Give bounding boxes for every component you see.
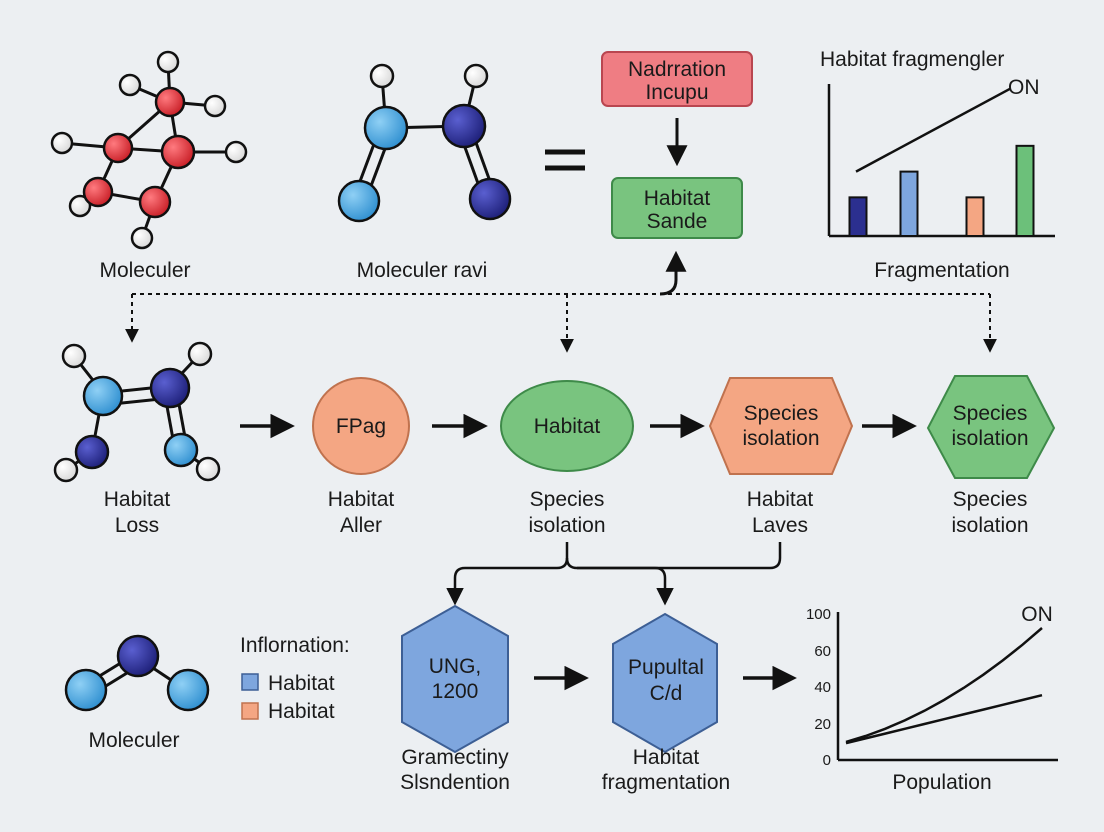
legend-item-1: Habitat — [268, 672, 335, 695]
nadrration-box — [601, 51, 753, 107]
species-isolation-right-line1: Species — [953, 488, 1028, 511]
species-isolation-right-line2: isolation — [951, 514, 1028, 537]
habitat-sande-box — [611, 177, 743, 239]
molecule-top-left-label: Moleculer — [99, 259, 190, 282]
top-chart-line-label: ON — [1008, 76, 1040, 99]
ung-hexagon — [401, 604, 509, 754]
molecule-middle-left-atoms — [53, 341, 221, 483]
dashed-connectors — [125, 293, 997, 353]
habitat-loss-line1: Habitat — [104, 488, 171, 511]
orange-hex-line2: isolation — [742, 427, 819, 450]
habitat-loss-line2: Loss — [115, 514, 159, 537]
pupultal-hexagon — [612, 612, 718, 754]
arrow-up-to-habitat-sande — [659, 250, 687, 296]
orange-hex-line1: Species — [744, 402, 819, 425]
legend-swatch-orange — [241, 702, 259, 720]
molecule-top-middle-label: Moleculer ravi — [357, 259, 488, 282]
gramectiny-line2: Slsndention — [400, 771, 510, 794]
habitat-ellipse — [500, 380, 634, 472]
legend-swatch-blue — [241, 673, 259, 691]
top-chart-title: Habitat fragmengler — [820, 48, 1004, 71]
equals-symbol — [545, 149, 585, 171]
bottom-chart: 0 20 40 60 100 ON — [806, 603, 1058, 769]
bottom-chart-series-2 — [845, 693, 1043, 745]
species-isolation-hexagon-orange — [708, 377, 854, 475]
species-isolation-caption-line2: isolation — [528, 514, 605, 537]
habitat-laves-line1: Habitat — [747, 488, 814, 511]
habitat-sande-box-line1: Habitat — [644, 187, 711, 210]
fpag-circle — [312, 377, 410, 475]
bottom-chart-ytick-100: 100 — [806, 606, 831, 623]
molecule-bottom-left-atoms — [64, 634, 210, 712]
nadrration-box-line1: Nadrration — [628, 58, 726, 81]
molecule-bottom-left-label: Moleculer — [88, 729, 179, 752]
habitat-aller-line2: Aller — [340, 514, 382, 537]
species-isolation-caption-line1: Species — [530, 488, 605, 511]
top-chart-bar-4 — [1015, 144, 1035, 237]
top-chart — [827, 84, 1055, 238]
bottom-chart-ytick-60: 60 — [814, 643, 831, 660]
fpag-circle-text: FPag — [336, 415, 386, 438]
bottom-chart-ytick-0: 0 — [823, 752, 831, 769]
bottom-chart-xlabel: Population — [892, 771, 991, 794]
habitat-fragmentation-line1: Habitat — [633, 746, 700, 769]
top-chart-trend-line — [855, 87, 1011, 173]
nadrration-box-line2: Incupu — [645, 81, 708, 104]
habitat-ellipse-text: Habitat — [534, 415, 601, 438]
green-hex-line1: Species — [953, 402, 1028, 425]
branch-connector — [446, 542, 782, 606]
top-chart-bar-3 — [965, 196, 985, 237]
top-chart-bar-2 — [899, 170, 919, 238]
gramectiny-line1: Gramectiny — [401, 746, 509, 769]
habitat-laves-line2: Laves — [752, 514, 808, 537]
molecule-top-left-atoms — [50, 50, 248, 250]
pupultal-hexagon-line2: C/d — [650, 682, 683, 705]
ung-hexagon-line1: UNG, — [429, 655, 482, 678]
green-hex-line2: isolation — [951, 427, 1028, 450]
legend-title: Inflornation: — [240, 634, 350, 657]
top-chart-xlabel: Fragmentation — [874, 259, 1009, 282]
bottom-chart-series-label: ON — [1021, 603, 1053, 626]
legend-item-2: Habitat — [268, 700, 335, 723]
habitat-fragmentation-line2: fragmentation — [602, 771, 730, 794]
bottom-chart-series-1 — [845, 627, 1043, 744]
bottom-chart-ytick-40: 40 — [814, 679, 831, 696]
top-chart-bar-1 — [848, 196, 868, 237]
molecule-top-middle-atoms — [337, 63, 512, 223]
pupultal-hexagon-line1: Pupultal — [628, 656, 704, 679]
ung-hexagon-line2: 1200 — [432, 680, 479, 703]
habitat-aller-line1: Habitat — [328, 488, 395, 511]
species-isolation-hexagon-green — [926, 375, 1056, 479]
bottom-chart-ytick-20: 20 — [814, 716, 831, 733]
habitat-sande-box-line2: Sande — [647, 210, 708, 233]
